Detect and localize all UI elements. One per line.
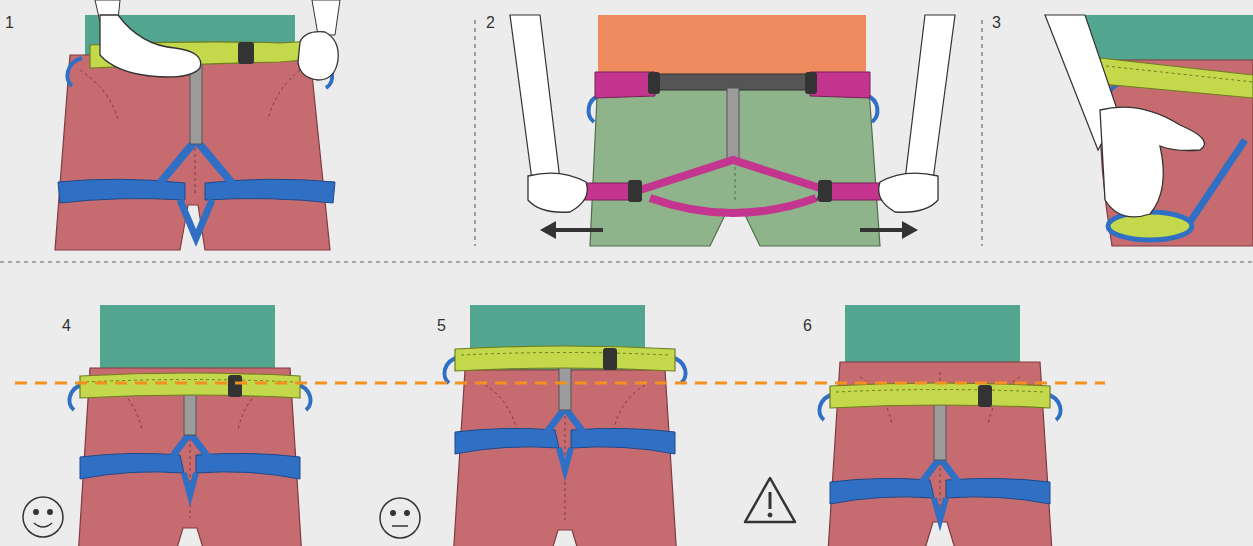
panel-number: 3	[992, 15, 1001, 31]
panel-number: 1	[5, 15, 14, 31]
panel-number: 6	[803, 318, 812, 334]
panel-2-figure	[510, 15, 955, 246]
smiley-icon	[23, 497, 63, 537]
panel-1-figure	[55, 0, 340, 250]
panel-5-figure	[444, 305, 685, 546]
panel-3-figure	[1045, 15, 1253, 246]
panel-6-figure	[819, 305, 1060, 546]
panel-number: 5	[437, 318, 446, 334]
waist-reference-line	[15, 382, 1105, 385]
panel-number: 2	[486, 15, 495, 31]
panel-number: 4	[62, 318, 71, 334]
panel-4-figure	[69, 305, 310, 546]
warning-icon	[745, 478, 795, 522]
neutral-face-icon	[380, 498, 420, 538]
